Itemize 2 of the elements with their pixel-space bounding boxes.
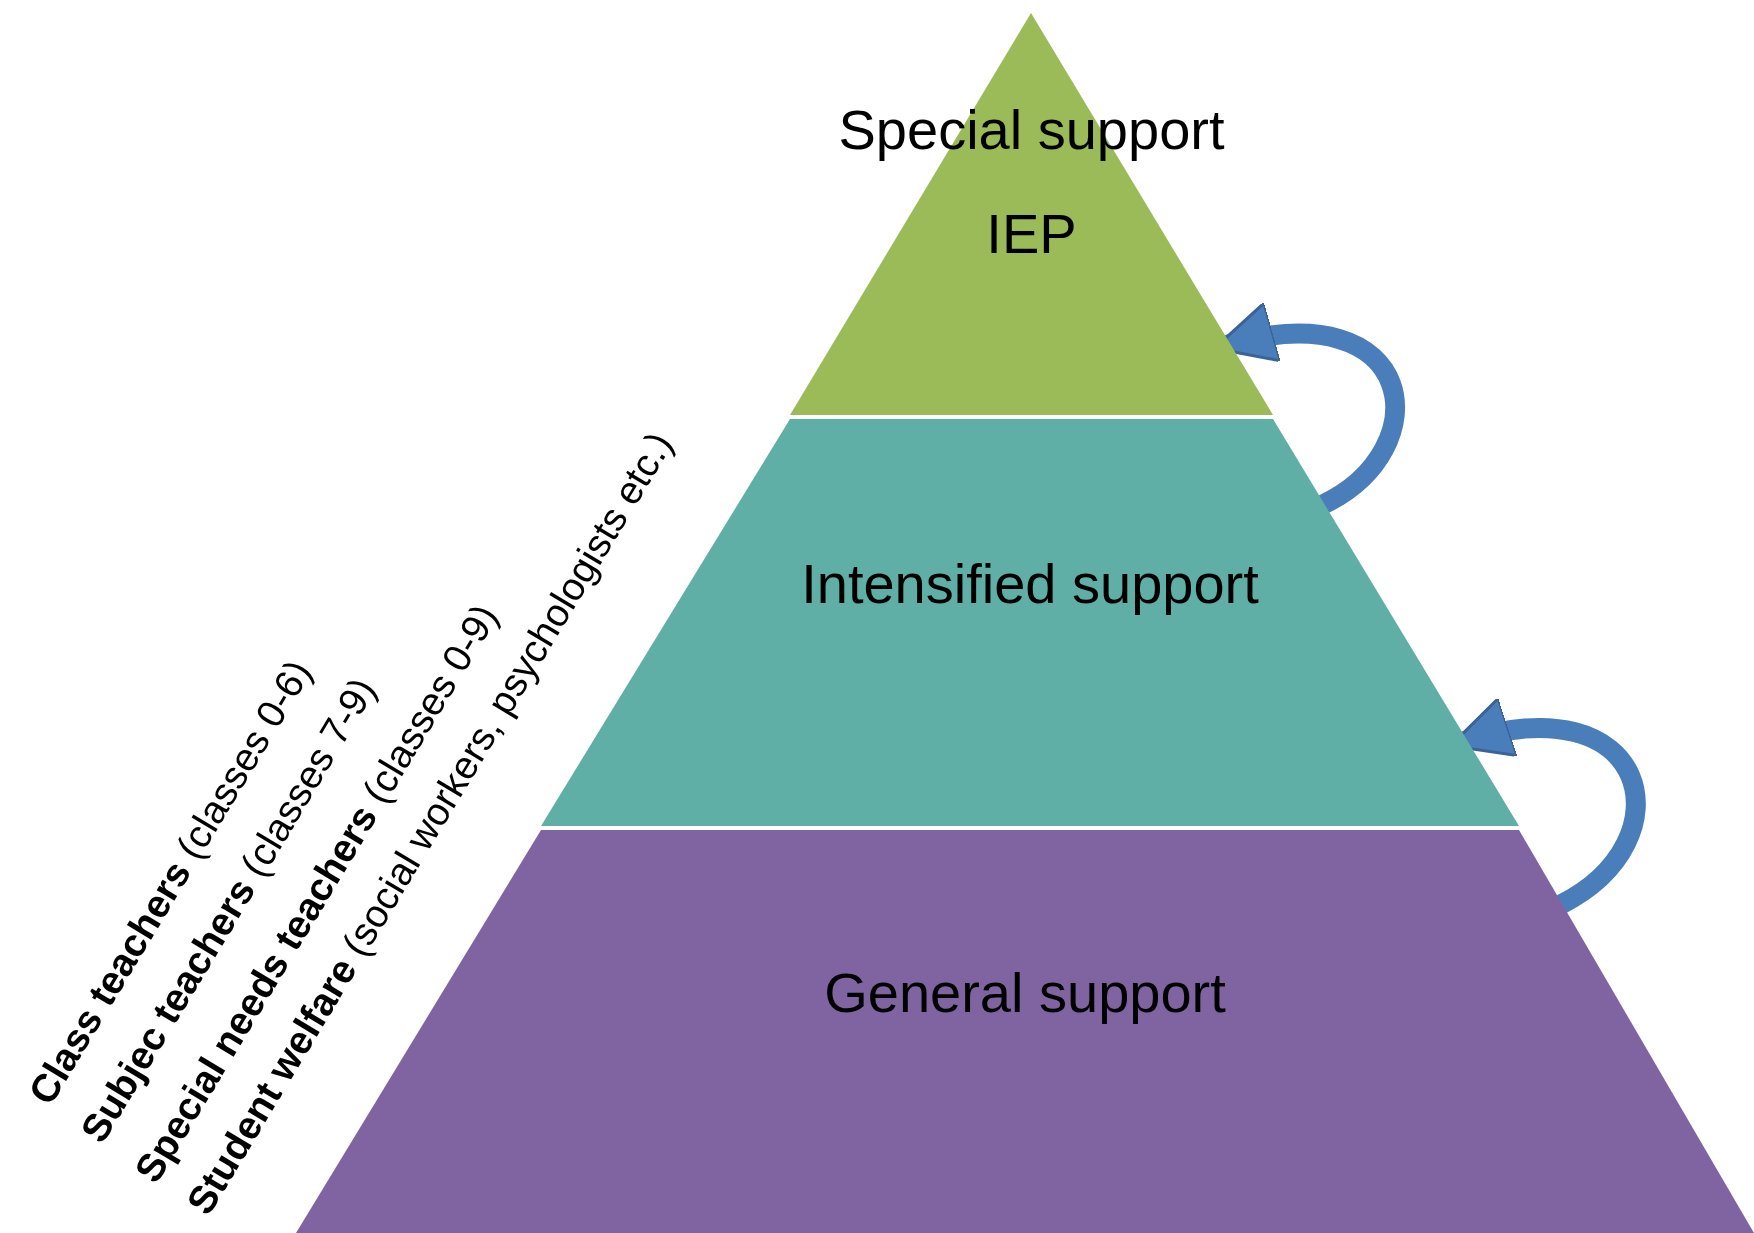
tier-label: IEP xyxy=(985,201,1078,266)
pyramid-tier xyxy=(790,13,1273,415)
